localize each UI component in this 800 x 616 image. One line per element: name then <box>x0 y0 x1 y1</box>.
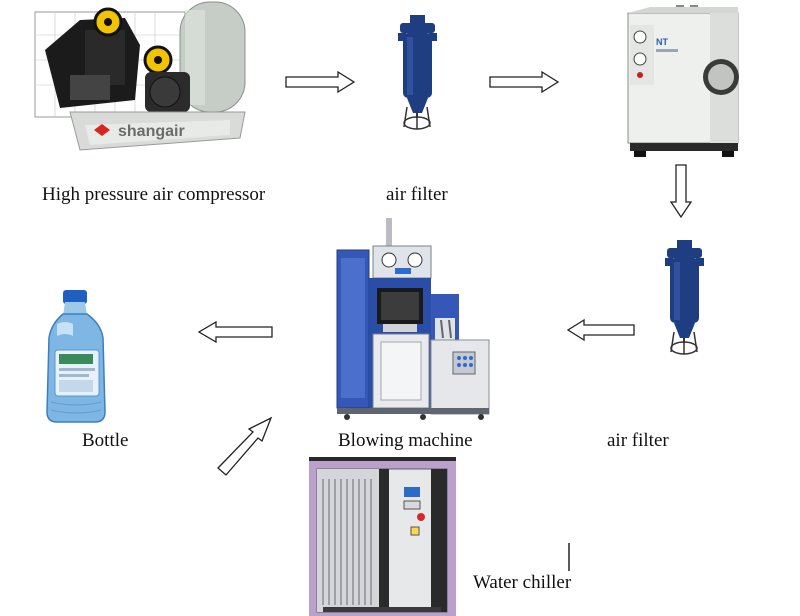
bottle-image <box>46 290 106 423</box>
shangair-logo-icon: shangair <box>94 123 185 140</box>
water-chiller-label: Water chiller <box>473 572 572 593</box>
air-compressor-image: shangair <box>34 1 246 151</box>
chiller-pointer-line <box>568 543 570 571</box>
bottle-label: Bottle <box>82 430 129 451</box>
arrow-right-icon <box>489 70 560 94</box>
blowing-machine-label: Blowing machine <box>338 430 473 451</box>
air-filter-right-image <box>665 240 704 355</box>
air-dryer-image: NT <box>627 5 739 157</box>
air-filter-right-label: air filter <box>607 430 669 451</box>
compressor-label: High pressure air compressor <box>42 184 266 205</box>
svg-text:NT: NT <box>656 37 668 47</box>
blowing-machine-image <box>336 218 490 420</box>
air-filter-top-label: air filter <box>386 184 448 205</box>
arrow-right-icon <box>285 70 356 94</box>
svg-text:shangair: shangair <box>118 123 185 140</box>
water-chiller-image <box>309 457 456 616</box>
arrow-diagonal-up-right-icon <box>217 416 273 476</box>
nt-logo-icon: NT <box>656 37 678 52</box>
arrow-down-icon <box>669 164 693 219</box>
air-filter-top-image <box>398 15 437 130</box>
arrow-left-icon <box>197 320 273 344</box>
arrow-left-icon <box>566 318 635 342</box>
